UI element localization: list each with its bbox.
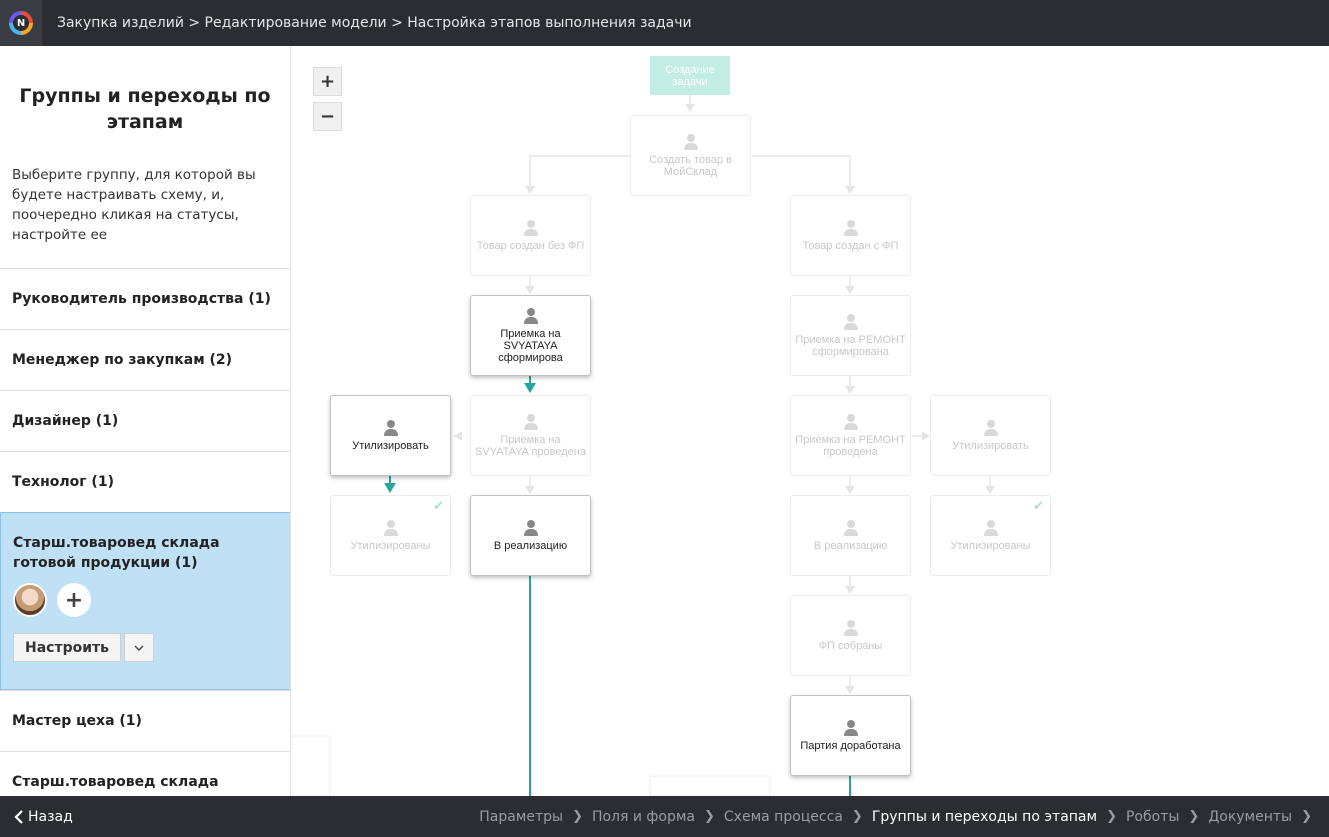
stage-label: В реализацию bbox=[493, 539, 568, 552]
sidebar: Группы и переходы по этапам Выберите гру… bbox=[0, 46, 291, 796]
chevron-down-icon[interactable] bbox=[124, 633, 154, 662]
stage-node[interactable]: Приемка на РЕМОНТ проведена bbox=[790, 395, 911, 476]
user-icon bbox=[683, 133, 698, 150]
group-item[interactable]: Менеджер по закупкам (2) bbox=[0, 329, 290, 390]
group-item[interactable]: Старш.товаровед склада bbox=[0, 751, 290, 796]
chevron-right-icon: ❯ bbox=[851, 809, 863, 824]
stage-label: Приемка на SVYATAYA сформирова bbox=[498, 327, 563, 364]
stage-node[interactable]: В реализацию bbox=[790, 495, 911, 576]
breadcrumb: Закупка изделий > Редактирование модели … bbox=[57, 15, 692, 31]
logo-letter: N bbox=[13, 15, 29, 31]
zoom-in-button[interactable]: + bbox=[313, 67, 342, 96]
step-parameters[interactable]: Параметры bbox=[479, 808, 564, 825]
stage-label: Партия доработана bbox=[800, 739, 901, 752]
chevron-right-icon: ❯ bbox=[1188, 809, 1200, 824]
sidebar-title: Группы и переходы по этапам bbox=[19, 85, 271, 133]
step-process-schema[interactable]: Схема процесса bbox=[723, 808, 843, 825]
process-canvas[interactable]: + − Создание задачи Создать товар в МойС… bbox=[292, 46, 1329, 796]
configure-button[interactable]: Настроить bbox=[13, 633, 121, 662]
group-item[interactable]: Технолог (1) bbox=[0, 451, 290, 512]
check-icon: ✔ bbox=[1033, 498, 1044, 513]
stage-label: Утилизированы bbox=[950, 539, 1031, 552]
user-icon bbox=[983, 519, 998, 536]
stage-node[interactable]: Создать товар в МойСклад bbox=[630, 115, 751, 196]
stage-label: Приемка на РЕМОНТ сформирована bbox=[795, 333, 906, 358]
configure-row: Настроить bbox=[13, 633, 278, 662]
chevron-right-icon: ❯ bbox=[572, 809, 583, 824]
start-node[interactable]: Создание задачи bbox=[650, 56, 730, 95]
user-icon bbox=[843, 219, 858, 236]
user-icon bbox=[843, 313, 858, 330]
stage-node[interactable]: Приемка на SVYATAYA проведена bbox=[470, 395, 591, 476]
group-item-active[interactable]: Старш.товаровед склада готовой продукции… bbox=[0, 512, 290, 690]
stage-node[interactable]: ✔ Утилизированы bbox=[930, 495, 1051, 576]
stage-node[interactable]: Утилизировать bbox=[930, 395, 1051, 476]
stage-node[interactable]: ФП собраны bbox=[790, 595, 911, 676]
chevron-right-icon: ❯ bbox=[1106, 809, 1117, 824]
app-logo[interactable]: N bbox=[0, 0, 42, 46]
stage-node-active[interactable]: В реализацию bbox=[470, 495, 591, 576]
stage-label: Товар создан без ФП bbox=[476, 239, 585, 252]
group-item[interactable]: Дизайнер (1) bbox=[0, 390, 290, 451]
user-icon bbox=[383, 419, 398, 436]
user-icon bbox=[523, 307, 538, 324]
stage-node-active[interactable]: Партия доработана bbox=[790, 695, 911, 776]
step-groups-transitions[interactable]: Группы и переходы по этапам bbox=[871, 808, 1098, 825]
stage-label: ФП собраны bbox=[818, 639, 883, 652]
step-fields-form[interactable]: Поля и форма bbox=[591, 808, 695, 825]
step-documents[interactable]: Документы bbox=[1208, 808, 1293, 825]
group-item[interactable]: Руководитель производства (1) bbox=[0, 268, 290, 329]
logo-icon: N bbox=[9, 11, 33, 35]
user-icon bbox=[383, 519, 398, 536]
stage-label: Утилизированы bbox=[350, 539, 431, 552]
user-icon bbox=[843, 413, 858, 430]
stage-node[interactable]: Приемка на РЕМОНТ сформирована bbox=[790, 295, 911, 376]
user-icon bbox=[523, 219, 538, 236]
stage-label: Создать товар в МойСклад bbox=[649, 153, 732, 178]
chevron-right-icon: ❯ bbox=[1301, 809, 1312, 824]
user-icon bbox=[843, 719, 858, 736]
avatar[interactable] bbox=[13, 583, 47, 617]
group-members: + bbox=[13, 583, 278, 617]
stage-node-active[interactable]: Утилизировать bbox=[330, 395, 451, 476]
check-icon: ✔ bbox=[433, 498, 444, 513]
stage-label: Приемка на РЕМОНТ проведена bbox=[795, 433, 906, 458]
wizard-steps: Параметры ❯ Поля и форма ❯ Схема процесс… bbox=[479, 796, 1321, 837]
user-icon bbox=[523, 413, 538, 430]
sidebar-description: Выберите группу, для которой вы будете н… bbox=[12, 167, 256, 243]
user-icon bbox=[523, 519, 538, 536]
group-list: Руководитель производства (1) Менеджер п… bbox=[0, 268, 290, 796]
stage-label: Утилизировать bbox=[352, 439, 429, 452]
user-icon bbox=[843, 619, 858, 636]
stage-node[interactable]: Товар создан без ФП bbox=[470, 195, 591, 276]
user-icon bbox=[983, 419, 998, 436]
chevron-left-icon bbox=[14, 809, 23, 824]
stage-label: Приемка на SVYATAYA проведена bbox=[475, 433, 586, 458]
user-icon bbox=[843, 519, 858, 536]
chevron-right-icon: ❯ bbox=[704, 809, 715, 824]
step-robots[interactable]: Роботы bbox=[1125, 808, 1180, 825]
top-bar: N Закупка изделий > Редактирование модел… bbox=[0, 0, 1329, 46]
stage-node[interactable]: ✔ Утилизированы bbox=[330, 495, 451, 576]
group-item[interactable]: Мастер цеха (1) bbox=[0, 690, 290, 751]
bottom-bar: Назад Параметры ❯ Поля и форма ❯ Схема п… bbox=[0, 796, 1329, 837]
stage-label: В реализацию bbox=[813, 539, 888, 552]
back-label: Назад bbox=[28, 808, 73, 825]
active-group-title: Старш.товаровед склада готовой продукции… bbox=[13, 535, 220, 571]
add-member-button[interactable]: + bbox=[57, 583, 91, 617]
back-button[interactable]: Назад bbox=[14, 809, 73, 825]
stage-node-active[interactable]: Приемка на SVYATAYA сформирова bbox=[470, 295, 591, 376]
transition-links bbox=[292, 95, 995, 796]
stage-label: Товар создан с ФП bbox=[802, 239, 899, 252]
stage-label: Утилизировать bbox=[952, 439, 1029, 452]
stage-node[interactable]: Товар создан с ФП bbox=[790, 195, 911, 276]
zoom-out-button[interactable]: − bbox=[313, 102, 342, 131]
